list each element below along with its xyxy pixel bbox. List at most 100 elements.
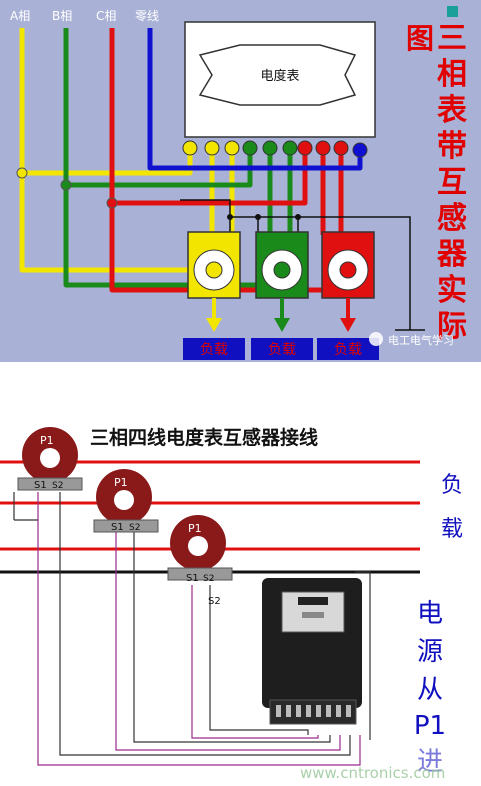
load-box-1: [183, 338, 245, 360]
wire-s2-b: [133, 530, 331, 743]
junction-c: [106, 197, 118, 209]
junction-link-3: [295, 214, 301, 220]
ct-common-line: [230, 216, 411, 330]
ct-red: [321, 231, 375, 299]
screw: [346, 705, 351, 717]
side-title-char-1: 图: [406, 22, 434, 55]
wire-c-main: [109, 28, 325, 293]
ct-core-red: [339, 261, 357, 279]
arrow-head-a: [206, 318, 222, 332]
ct-2-s1: S1: [111, 522, 124, 533]
ct-core-yellow: [205, 261, 223, 279]
wire-s1-a: [37, 492, 361, 766]
phase-label-neutral: 零线: [135, 9, 159, 23]
junction-link-1: [227, 214, 233, 220]
screw: [276, 705, 281, 717]
load-box-2: [251, 338, 313, 360]
load-char-1: 负: [441, 473, 463, 498]
side-title-char-4: 表: [437, 93, 467, 128]
side-title-char-9: 实: [437, 273, 467, 308]
side-title-char-5: 带: [437, 129, 467, 164]
wire-s1-c: [191, 585, 319, 739]
wechat-icon: [369, 332, 383, 346]
wire-s2-a: [59, 492, 351, 756]
source-char-1: 电: [417, 599, 443, 629]
ct-3-s1: S1: [186, 573, 199, 584]
top-panel: A相 B相 C相 零线 电度表 图 三 相 表 带 互 感 器 实 际: [0, 0, 481, 362]
phase-label-b: B相: [52, 9, 72, 23]
ct-1-p1: P1: [40, 434, 54, 447]
load-char-2: 载: [441, 517, 463, 542]
screw: [296, 705, 301, 717]
wire-s1-b: [115, 530, 341, 751]
ct-1-s2: S2: [52, 481, 63, 491]
terminal-7: [297, 140, 313, 156]
ct-green: [255, 231, 309, 299]
terminal-3: [224, 140, 240, 156]
load-label-1: 负载: [200, 342, 228, 358]
ct-yellow: [187, 231, 241, 299]
ct-1: P1 S1 S2: [17, 427, 83, 491]
meter-banner: [198, 44, 357, 106]
ct-2-s2: S2: [129, 523, 140, 533]
bottom-panel: 三相四线电度表互感器接线 P1 S1 S2: [0, 426, 463, 782]
side-title-char-7: 感: [437, 201, 467, 236]
ct-3-hole: [188, 536, 208, 556]
ct-core-green: [273, 261, 291, 279]
meter-label: 电度表: [260, 68, 299, 84]
ct-3: P1 S1 S2: [167, 515, 233, 584]
meter-counter: [298, 597, 328, 605]
ct-1-base: [17, 477, 83, 491]
arrow-head-b: [274, 318, 290, 332]
ct-3-base: [167, 567, 233, 581]
junction-a: [16, 167, 28, 179]
source-char-2: 源: [417, 637, 443, 667]
terminal-2: [204, 140, 220, 156]
terminal-6: [282, 140, 298, 156]
side-title-char-3: 相: [437, 57, 467, 92]
terminal-8: [315, 140, 331, 156]
terminal-5: [262, 140, 278, 156]
phase-label-a: A相: [10, 9, 30, 23]
source-char-4: P1: [414, 711, 446, 741]
meter-plate: [302, 612, 324, 618]
side-title-char-2: 三: [437, 21, 467, 56]
load-arrows: [206, 298, 356, 332]
wire-b-meter-1: [66, 148, 253, 188]
meter-terminals: [182, 140, 368, 158]
terminal-1: [182, 140, 198, 156]
s2-label: S2: [208, 596, 221, 607]
bottom-title: 三相四线电度表互感器接线: [90, 426, 318, 449]
terminal-4: [242, 140, 258, 156]
wire-s2-c: [209, 585, 309, 735]
meter-terminal-screws: [276, 705, 351, 717]
ct-3-p1: P1: [188, 522, 202, 535]
secondary-wires: [13, 492, 371, 766]
screw: [286, 705, 291, 717]
source-char-3: 从: [417, 675, 443, 705]
load-label-3: 负载: [334, 342, 362, 358]
ct-2-base: [93, 519, 159, 533]
arrow-head-c: [340, 318, 356, 332]
energy-meter: [262, 578, 362, 725]
bottom-watermark: www.cntronics.com: [300, 764, 445, 782]
ct-3-s2: S2: [203, 574, 214, 584]
load-label-2: 负载: [268, 342, 296, 358]
side-title-char-8: 器: [436, 237, 468, 272]
screw: [306, 705, 311, 717]
load-box-3: [317, 338, 379, 360]
wire-neutral-meter: [355, 571, 371, 740]
side-title-char-10: 际: [437, 309, 467, 344]
side-title-char-6: 互: [437, 165, 467, 200]
top-watermark: 电工电气学习: [388, 333, 454, 347]
ct-2-p1: P1: [114, 476, 128, 489]
side-title: 图 三 相 表 带 互 感 器 实 际: [406, 21, 468, 344]
screw: [316, 705, 321, 717]
ct-1-s1: S1: [34, 480, 47, 491]
terminal-9: [333, 140, 349, 156]
meter-terminal-block: [269, 699, 357, 725]
wire-neutral: [147, 28, 363, 171]
title-marker: [447, 6, 458, 17]
ct-link-a: [180, 199, 231, 235]
